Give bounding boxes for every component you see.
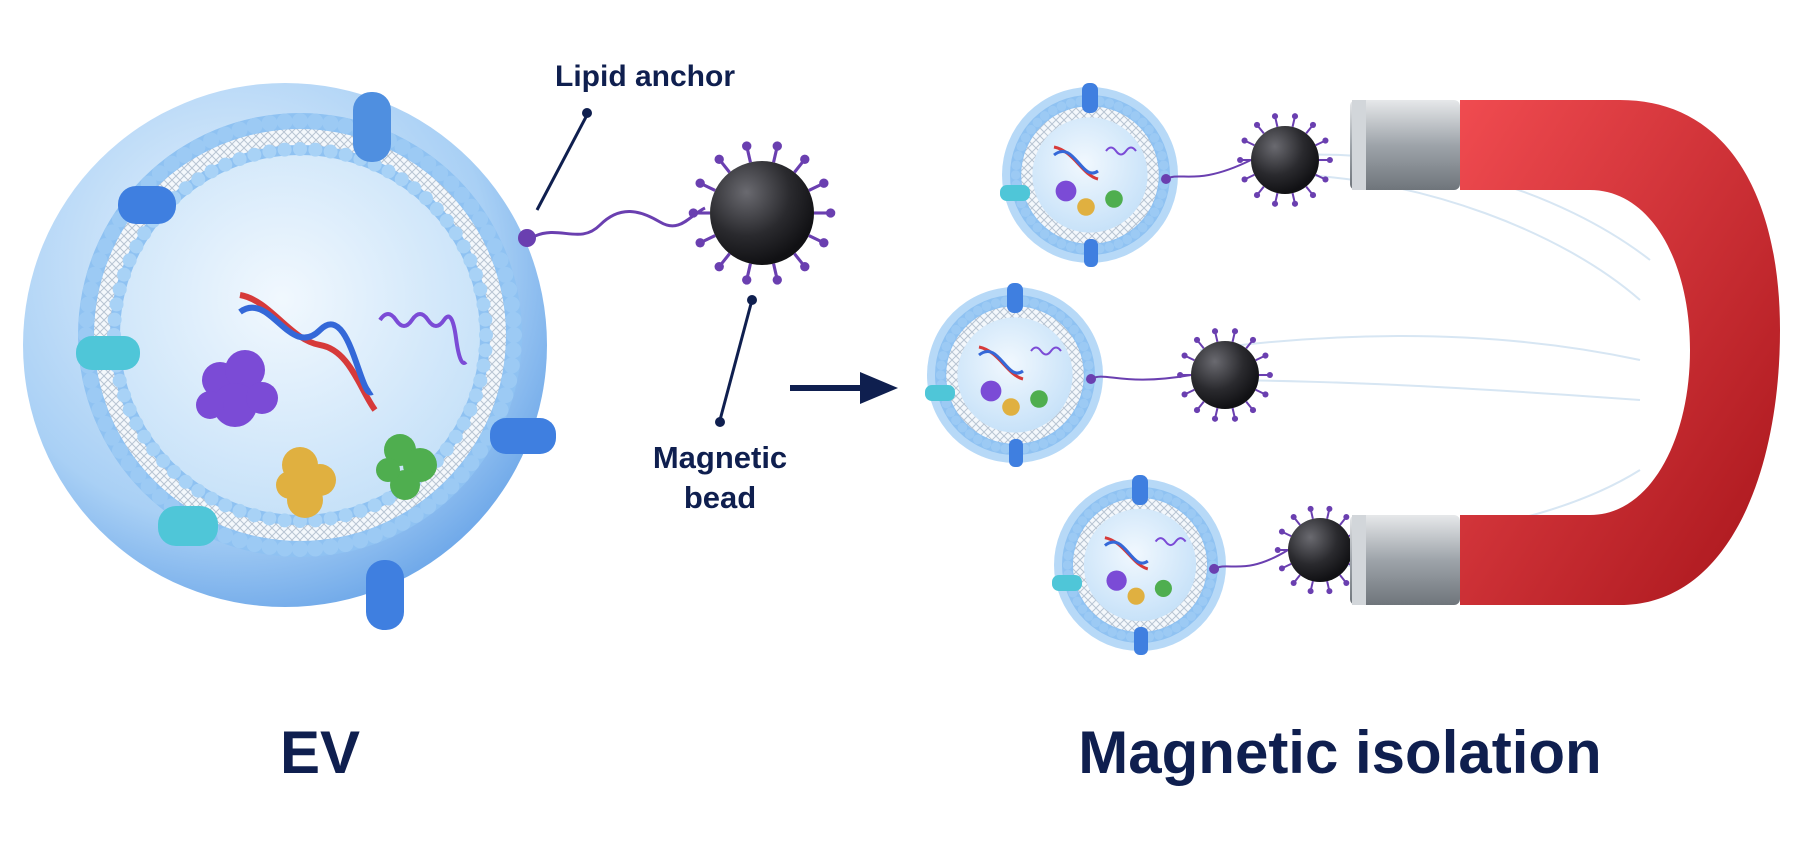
label-ev: EV (279, 719, 361, 786)
label-magnetic-bead: Magnetic bead (652, 440, 788, 515)
lipid-anchor-icon (518, 229, 536, 247)
label-magnetic-isolation: Magnetic isolation (1078, 719, 1602, 786)
callout-line-anchor (535, 114, 589, 211)
magnetic-bead-icon (688, 141, 836, 285)
protein-cargo-green-icon (376, 434, 437, 500)
magnetic-field-lines (1199, 153, 1651, 568)
horseshoe-magnet-icon (1350, 100, 1780, 605)
protein-cargo-yellow-icon (276, 447, 336, 518)
linker-icon (534, 206, 706, 238)
small-ev-group (925, 83, 1366, 655)
small-ev-icon (1052, 475, 1366, 655)
rna-icon (378, 312, 468, 365)
small-ev-icon (1000, 83, 1333, 267)
label-lipid-anchor: Lipid anchor (555, 60, 735, 93)
extracellular-vesicle-icon (23, 83, 556, 630)
dna-icon (238, 292, 378, 412)
protein-cargo-purple-icon (196, 350, 278, 427)
callout-line-bead (718, 299, 754, 421)
small-ev-icon (925, 283, 1273, 467)
arrow-right-icon (790, 372, 898, 404)
